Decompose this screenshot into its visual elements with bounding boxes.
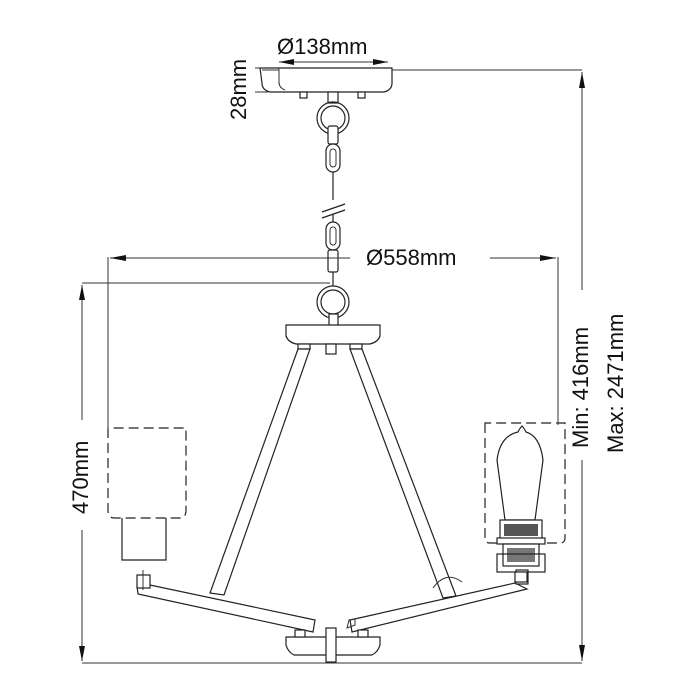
right-shade bbox=[484, 422, 566, 544]
bottom-hub bbox=[285, 627, 381, 663]
canopy-diameter-label: Ø138mm bbox=[277, 34, 368, 59]
body-height-label: 470mm bbox=[68, 436, 93, 518]
overall-diameter-dimension bbox=[107, 255, 559, 430]
left-shade bbox=[107, 427, 187, 561]
drop-min-label: Min: 416mm bbox=[568, 326, 593, 448]
canopy-diameter-dimension bbox=[279, 59, 388, 65]
overall-diameter-label: Ø558mm bbox=[362, 247, 461, 269]
left-arm bbox=[136, 570, 316, 633]
canopy-height-label: 28mm bbox=[226, 58, 251, 120]
centre-strut-right bbox=[349, 348, 463, 607]
body-height-dimension bbox=[79, 282, 560, 664]
drop-dimension bbox=[392, 69, 585, 664]
ceiling-canopy bbox=[259, 67, 393, 104]
filament-bulb bbox=[496, 425, 546, 583]
centre-strut-left bbox=[209, 348, 311, 596]
drop-max-label: Max: 2471mm bbox=[603, 313, 628, 453]
suspension-chain bbox=[316, 101, 350, 327]
